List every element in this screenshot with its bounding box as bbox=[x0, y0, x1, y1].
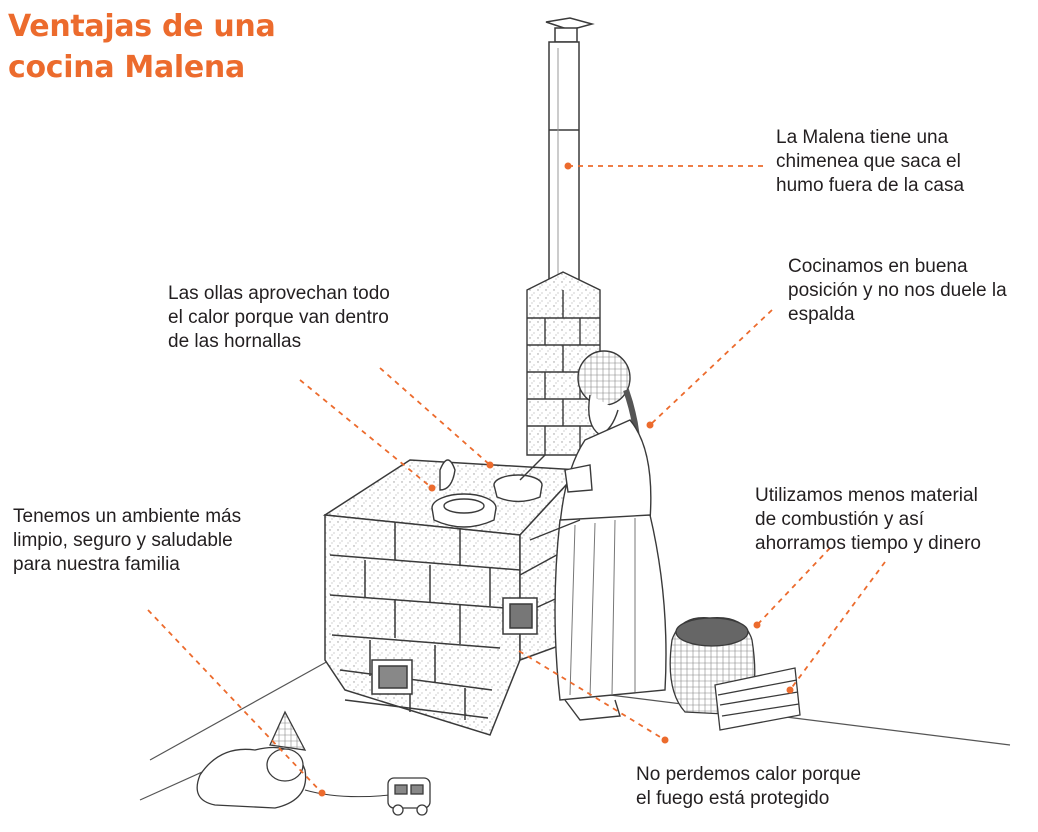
callout-chimney-line: chimenea que saca el bbox=[776, 151, 961, 172]
callout-heat-line: el fuego está protegido bbox=[636, 788, 830, 809]
firewood-bundle bbox=[669, 617, 801, 731]
callout-anchor-dots bbox=[318, 162, 794, 797]
callout-pots-line: de las hornallas bbox=[168, 331, 302, 352]
cooking-pots bbox=[431, 454, 546, 528]
leader-pots-right bbox=[379, 367, 491, 466]
callout-chimney-line: humo fuera de la casa bbox=[776, 175, 965, 196]
callout-heat: No perdemos calor porque el fuego está p… bbox=[636, 763, 861, 811]
callout-fuel-line: ahorramos tiempo y dinero bbox=[755, 533, 981, 554]
callout-environment-line: Tenemos un ambiente más bbox=[13, 506, 242, 527]
callout-fuel-line: Utilizamos menos material bbox=[755, 485, 978, 506]
callout-posture-line: espalda bbox=[788, 304, 855, 325]
leader-environment bbox=[147, 609, 323, 794]
chimney-pipe bbox=[545, 17, 595, 293]
callout-environment: Tenemos un ambiente más limpio, seguro y… bbox=[13, 505, 241, 577]
callout-environment-line: para nuestra familia bbox=[13, 554, 180, 575]
callout-posture: Cocinamos en buena posición y no nos due… bbox=[788, 255, 1007, 327]
woman-figure bbox=[529, 350, 667, 721]
callout-pots: Las ollas aprovechan todo el calor porqu… bbox=[168, 282, 390, 354]
leader-fuel-right bbox=[789, 561, 886, 691]
leader-pots-left bbox=[299, 379, 433, 489]
callout-chimney-line: La Malena tiene una bbox=[776, 127, 949, 148]
callout-posture-line: posición y no nos duele la bbox=[788, 280, 1007, 301]
callout-fuel-line: de combustión y así bbox=[755, 509, 924, 530]
callout-chimney: La Malena tiene una chimenea que saca el… bbox=[776, 126, 964, 198]
callout-fuel: Utilizamos menos material de combustión … bbox=[755, 484, 981, 556]
callout-pots-line: Las ollas aprovechan todo bbox=[168, 283, 390, 304]
callout-environment-line: limpio, seguro y saludable bbox=[13, 530, 233, 551]
callout-posture-line: Cocinamos en buena bbox=[788, 256, 968, 277]
title-line-2: cocina Malena bbox=[8, 50, 245, 85]
leader-fuel-left bbox=[756, 547, 831, 626]
leader-heat bbox=[518, 650, 666, 741]
leader-posture bbox=[649, 309, 773, 426]
page-title: Ventajas de una cocina Malena bbox=[8, 6, 308, 88]
child-playing bbox=[196, 710, 431, 816]
title-line-1: Ventajas de una bbox=[8, 9, 276, 44]
callout-pots-line: el calor porque van dentro bbox=[168, 307, 389, 328]
callout-leader-lines bbox=[147, 165, 886, 794]
callout-heat-line: No perdemos calor porque bbox=[636, 764, 861, 785]
brick-chimney-column bbox=[526, 271, 601, 456]
